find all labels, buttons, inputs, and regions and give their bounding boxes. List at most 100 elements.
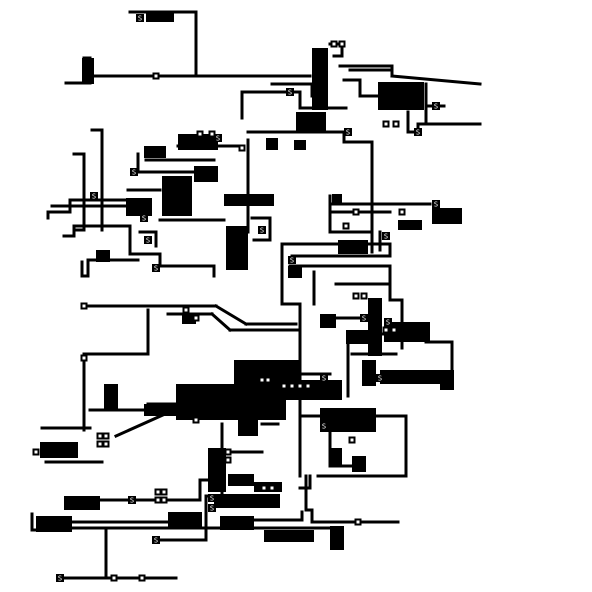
junction-node xyxy=(264,376,272,384)
junction-node xyxy=(348,436,356,444)
solid-block xyxy=(144,404,178,416)
junction-node xyxy=(192,416,200,424)
solid-block xyxy=(162,176,192,216)
junction-node xyxy=(352,208,360,216)
s-marker-label: S xyxy=(416,129,420,137)
solid-block xyxy=(178,134,218,150)
s-marker: S xyxy=(208,504,216,513)
solid-block xyxy=(226,226,248,270)
s-marker-label: S xyxy=(146,237,150,245)
solid-block xyxy=(40,442,78,458)
s-marker-label: S xyxy=(154,537,158,545)
solid-block xyxy=(182,314,196,324)
s-marker: S xyxy=(152,264,160,273)
solid-block xyxy=(176,384,234,420)
junction-node xyxy=(160,488,168,496)
junction-node xyxy=(102,432,110,440)
s-marker-label: S xyxy=(138,15,142,23)
s-marker-label: S xyxy=(210,505,214,513)
solid-block xyxy=(126,198,152,216)
junction-node xyxy=(330,40,338,48)
solid-block xyxy=(234,400,286,420)
solid-block xyxy=(36,516,72,532)
junction-node xyxy=(258,376,266,384)
s-marker-label: S xyxy=(58,575,62,583)
s-marker-label: S xyxy=(434,201,438,209)
s-marker-label: S xyxy=(260,227,264,235)
junction-node xyxy=(80,354,88,362)
s-marker-label: S xyxy=(322,423,326,431)
junction-node xyxy=(80,302,88,310)
junction-node xyxy=(160,496,168,504)
solid-block xyxy=(64,496,100,510)
wire-segment xyxy=(390,74,482,86)
solid-block xyxy=(398,220,422,230)
junction-node xyxy=(280,382,288,390)
junction-node xyxy=(260,484,268,492)
solid-block xyxy=(238,420,258,436)
solid-block xyxy=(220,516,254,530)
solid-block xyxy=(330,526,344,550)
solid-block xyxy=(254,482,282,492)
solid-block xyxy=(96,250,110,262)
junction-node xyxy=(390,326,398,334)
junction-node xyxy=(224,456,232,464)
junction-node xyxy=(288,382,296,390)
junction-node xyxy=(354,518,362,526)
junction-node xyxy=(238,144,246,152)
solid-block xyxy=(82,58,94,84)
s-marker-label: S xyxy=(92,193,96,201)
junction-node xyxy=(268,484,276,492)
junction-node xyxy=(154,488,162,496)
wire-segment xyxy=(213,303,249,327)
s-marker-label: S xyxy=(216,135,220,143)
solid-block xyxy=(264,530,314,542)
solid-block xyxy=(194,166,218,182)
solid-block xyxy=(362,360,376,386)
s-marker: S xyxy=(432,102,440,111)
s-marker-label: S xyxy=(378,375,382,383)
s-marker-label: S xyxy=(142,215,146,223)
junction-node xyxy=(96,440,104,448)
solid-block xyxy=(144,146,166,158)
s-marker-label: S xyxy=(130,497,134,505)
solid-block xyxy=(320,408,376,432)
junction-node xyxy=(110,574,118,582)
s-marker-label: S xyxy=(154,265,158,273)
junction-node xyxy=(208,130,216,138)
solid-block xyxy=(214,494,280,508)
junction-node xyxy=(154,496,162,504)
s-marker-label: S xyxy=(346,129,350,137)
solid-block xyxy=(380,370,444,384)
s-marker: S xyxy=(320,422,328,431)
junction-node xyxy=(182,306,190,314)
solid-block xyxy=(352,456,366,472)
junction-node xyxy=(382,326,390,334)
junction-node xyxy=(196,130,204,138)
s-marker-label: S xyxy=(210,495,214,503)
solid-block xyxy=(312,48,328,110)
s-marker: S xyxy=(140,214,148,223)
s-marker-label: S xyxy=(290,257,294,265)
s-marker: S xyxy=(152,536,160,545)
solid-block xyxy=(266,138,278,150)
solid-block xyxy=(320,314,336,328)
junction-node xyxy=(192,314,200,322)
s-marker-label: S xyxy=(322,375,326,383)
junction-node xyxy=(224,448,232,456)
solid-block xyxy=(440,370,454,390)
s-marker: S xyxy=(384,318,392,327)
junction-node xyxy=(96,432,104,440)
solid-block xyxy=(338,240,368,254)
s-marker: S xyxy=(214,134,222,143)
solid-block xyxy=(294,140,306,150)
s-marker: S xyxy=(136,14,144,23)
s-marker-label: S xyxy=(434,103,438,111)
block-layer xyxy=(36,12,462,550)
junction-node xyxy=(32,448,40,456)
junction-node xyxy=(304,382,312,390)
node-layer xyxy=(32,40,406,582)
s-marker-label: S xyxy=(362,315,366,323)
